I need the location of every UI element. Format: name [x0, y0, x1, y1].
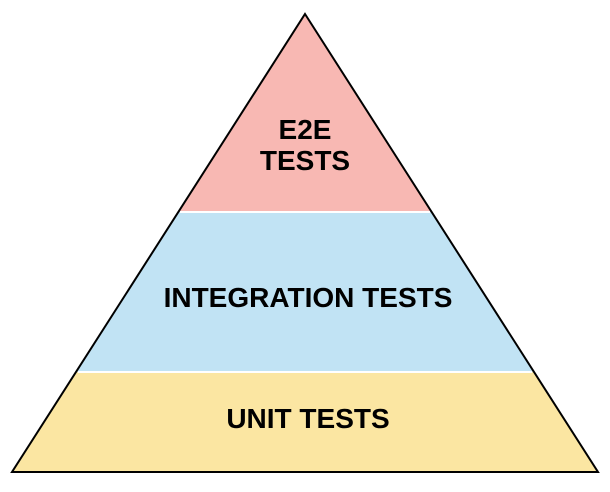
e2e-tests-layer [178, 14, 432, 212]
integration-tests-layer [76, 212, 534, 372]
unit-tests-layer [12, 372, 598, 472]
integration-label: INTEGRATION TESTS [164, 282, 453, 313]
unit-label: UNIT TESTS [226, 403, 389, 434]
e2e-label-line-2: TESTS [260, 145, 350, 176]
pyramid-outline [10, 12, 600, 473]
e2e-label-line-1: E2E [279, 114, 332, 145]
